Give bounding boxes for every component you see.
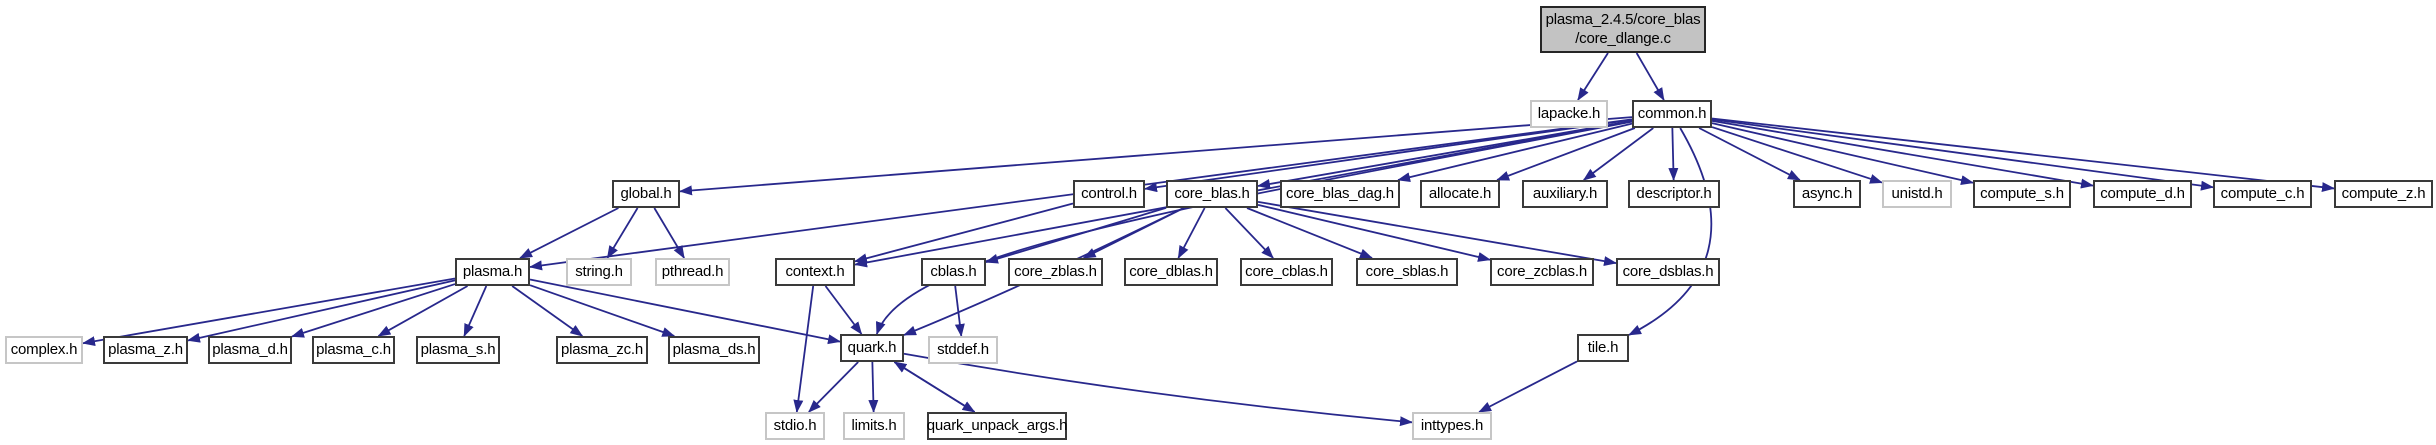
graph-node-cblas_h[interactable]: cblas.h	[921, 258, 986, 286]
include-edge-core_blas_h-to-core_dsblas_h	[1257, 200, 1617, 267]
graph-node-stddef_h: stddef.h	[928, 336, 998, 364]
include-edge-global_h-to-pthread_h	[653, 207, 685, 259]
include-edge-control_h-to-context_h	[854, 202, 1074, 264]
include-edge-plasma_h-to-complex_h	[82, 277, 456, 347]
include-edge-plasma_h-to-plasma_c_h	[377, 285, 468, 337]
graph-node-global_h[interactable]: global.h	[612, 180, 680, 208]
include-edge-common_h-to-compute_c_h	[1711, 118, 2214, 191]
include-edge-core_blas_h-to-core_cblas_h	[1224, 207, 1274, 259]
include-edge-quark_h-to-limits_h	[868, 361, 879, 413]
include-edge-plasma_h-to-plasma_d_h	[291, 283, 456, 338]
graph-node-core_cblas_h[interactable]: core_cblas.h	[1240, 258, 1333, 286]
include-edge-common_h-to-control_h	[1144, 118, 1633, 193]
graph-node-plasma_z_h[interactable]: plasma_z.h	[103, 336, 188, 364]
graph-node-plasma_s_h[interactable]: plasma_s.h	[416, 336, 500, 364]
include-edge-common_h-to-descriptor_h	[1668, 127, 1679, 181]
include-edge-common_h-to-async_h	[1698, 127, 1801, 181]
include-edge-common_h-to-core_blas_h	[1257, 120, 1633, 189]
include-edge-common_h-to-compute_d_h	[1711, 119, 2094, 189]
graph-node-compute_c_h[interactable]: compute_c.h	[2213, 180, 2312, 208]
graph-node-plasma_zc_h[interactable]: plasma_zc.h	[556, 336, 648, 364]
include-edge-quark_unpack_args_h-to-quark_h	[893, 361, 976, 413]
graph-node-plasma_c_h[interactable]: plasma_c.h	[312, 336, 395, 364]
include-edge-tile_h-to-inttypes_h	[1478, 360, 1578, 413]
include-edge-core_dlange_c-to-common_h	[1635, 52, 1665, 101]
graph-node-allocate_h[interactable]: allocate.h	[1420, 180, 1500, 208]
include-edge-core_blas_h-to-core_zcblas_h	[1257, 203, 1491, 262]
include-edge-common_h-to-auxiliary_h	[1582, 127, 1654, 181]
graph-node-quark_unpack_args_h[interactable]: quark_unpack_args.h	[927, 412, 1067, 440]
include-edge-global_h-to-plasma_h	[519, 207, 619, 259]
include-edge-plasma_h-to-quark_h	[529, 278, 841, 345]
include-edge-context_h-to-quark_h	[824, 285, 863, 335]
graph-node-pthread_h: pthread.h	[655, 258, 730, 286]
include-edge-common_h-to-compute_s_h	[1711, 122, 1974, 186]
graph-node-string_h: string.h	[566, 258, 632, 286]
graph-node-inttypes_h: inttypes.h	[1412, 412, 1492, 440]
include-edge-plasma_h-to-plasma_ds_h	[529, 284, 676, 337]
include-edge-global_h-to-string_h	[606, 207, 639, 259]
include-edge-common_h-to-compute_z_h	[1711, 117, 2335, 193]
graph-node-complex_h: complex.h	[5, 336, 83, 364]
graph-node-quark_h[interactable]: quark.h	[840, 334, 904, 362]
include-edge-common_h-to-core_blas_dag_h	[1397, 122, 1633, 183]
graph-node-unistd_h: unistd.h	[1882, 180, 1952, 208]
include-edge-common_h-to-quark_h	[875, 120, 1633, 335]
graph-node-core_dblas_h[interactable]: core_dblas.h	[1124, 258, 1218, 286]
graph-node-core_dlange_c: plasma_2.4.5/core_blas /core_dlange.c	[1540, 6, 1706, 53]
graph-node-core_zblas_h[interactable]: core_zblas.h	[1008, 258, 1103, 286]
include-edge-plasma_h-to-plasma_zc_h	[511, 285, 584, 337]
graph-node-common_h[interactable]: common.h	[1632, 100, 1712, 128]
graph-node-core_sblas_h[interactable]: core_sblas.h	[1356, 258, 1458, 286]
graph-node-plasma_d_h[interactable]: plasma_d.h	[208, 336, 292, 364]
include-edge-context_h-to-stdio_h	[793, 285, 815, 413]
include-edge-core_dlange_c-to-lapacke_h	[1577, 52, 1609, 101]
include-edge-core_blas_h-to-core_dblas_h	[1177, 207, 1206, 259]
graph-node-stdio_h: stdio.h	[765, 412, 825, 440]
graph-node-async_h[interactable]: async.h	[1793, 180, 1861, 208]
graph-node-auxiliary_h[interactable]: auxiliary.h	[1522, 180, 1608, 208]
graph-node-core_dsblas_h[interactable]: core_dsblas.h	[1616, 258, 1720, 286]
graph-node-compute_d_h[interactable]: compute_d.h	[2093, 180, 2192, 208]
include-edge-cblas_h-to-stddef_h	[954, 285, 965, 337]
graph-node-core_blas_dag_h[interactable]: core_blas_dag.h	[1280, 180, 1400, 208]
graph-node-plasma_h[interactable]: plasma.h	[455, 258, 530, 286]
graph-node-tile_h[interactable]: tile.h	[1577, 334, 1629, 362]
include-edge-common_h-to-global_h	[679, 116, 1633, 196]
graph-node-lapacke_h: lapacke.h	[1530, 100, 1608, 128]
graph-node-limits_h: limits.h	[843, 412, 905, 440]
include-edge-common_h-to-unistd_h	[1711, 126, 1883, 184]
include-edge-core_blas_h-to-core_sblas_h	[1246, 207, 1373, 259]
include-edge-common_h-to-allocate_h	[1496, 127, 1636, 181]
graph-node-compute_s_h[interactable]: compute_s.h	[1973, 180, 2071, 208]
include-edge-plasma_h-to-plasma_s_h	[463, 285, 488, 337]
graph-node-core_zcblas_h[interactable]: core_zcblas.h	[1490, 258, 1594, 286]
graph-node-context_h[interactable]: context.h	[775, 258, 855, 286]
include-edge-plasma_h-to-plasma_z_h	[187, 279, 456, 343]
graph-node-descriptor_h[interactable]: descriptor.h	[1628, 180, 1720, 208]
include-edge-quark_h-to-inttypes_h	[903, 352, 1413, 427]
graph-node-compute_z_h[interactable]: compute_z.h	[2334, 180, 2433, 208]
graph-node-plasma_ds_h[interactable]: plasma_ds.h	[668, 336, 760, 364]
graph-node-control_h[interactable]: control.h	[1073, 180, 1145, 208]
include-edge-quark_h-to-stdio_h	[808, 361, 859, 413]
include-edge-common_h-to-tile_h	[1628, 127, 1713, 336]
graph-node-core_blas_h[interactable]: core_blas.h	[1166, 180, 1258, 208]
include-edge-core_blas_h-to-cblas_h	[985, 207, 1167, 264]
